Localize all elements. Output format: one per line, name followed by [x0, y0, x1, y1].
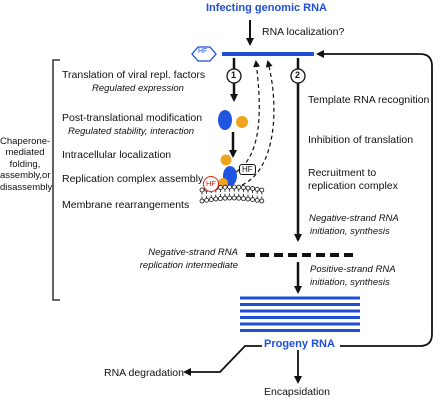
lipid-head	[259, 198, 265, 204]
intermediate-line-2: replication intermediate	[139, 260, 238, 271]
pathway-1-circle	[226, 68, 242, 84]
lipid-head	[254, 186, 260, 192]
step-assembly: Replication complex assembly	[62, 173, 204, 185]
hexagon-icon	[191, 46, 217, 62]
lipid-head	[231, 184, 237, 190]
arrow-to-degradation	[183, 345, 262, 376]
lipid-head	[199, 198, 205, 204]
lipid-head	[217, 185, 223, 190]
hf-box-label: HF	[239, 164, 256, 176]
recycle-arrow-to-genomic-rna	[316, 50, 433, 347]
step-membrane: Membrane rearrangements	[62, 199, 190, 211]
rna-localization-label: RNA localization?	[262, 26, 345, 38]
lipid-head	[222, 195, 228, 201]
lipid-head	[236, 184, 242, 190]
complex-orange-top-icon	[220, 154, 232, 166]
step-negative-2: initiation, synthesis	[310, 226, 390, 237]
chaperone-label: Chaperone- mediated folding, assembly,or…	[0, 136, 53, 193]
step-positive-1: Positive-strand RNA	[310, 264, 396, 275]
step-ptm-note: Regulated stability, interaction	[68, 126, 195, 137]
title-infecting-genomic-rna: Infecting genomic RNA	[206, 2, 328, 14]
lipid-head	[227, 195, 233, 201]
lipid-head	[227, 184, 233, 190]
step-translation-note: Regulated expression	[92, 83, 184, 94]
lipid-head	[213, 196, 219, 202]
lipid-head	[208, 197, 214, 203]
dashed-return-arrow-outer	[241, 60, 275, 186]
step-localization: Intracellular localization	[62, 149, 172, 161]
lipid-head	[259, 187, 265, 193]
chaperone-bracket	[52, 59, 60, 301]
lipid-head	[236, 195, 242, 201]
step-negative-1: Negative-strand RNA	[309, 213, 399, 224]
step-recruitment-1: Recruitment to	[308, 167, 377, 179]
step-template-recognition: Template RNA recognition	[308, 94, 430, 106]
step-translation: Translation of viral repl. factors	[62, 69, 206, 81]
progeny-rna-label: Progeny RNA	[264, 338, 335, 350]
lipid-head	[250, 197, 256, 203]
lipid-bilayer-icon	[199, 184, 265, 204]
lipid-head	[245, 185, 251, 191]
step-positive-2: initiation, synthesis	[310, 277, 390, 288]
pathway-1-number: 1	[231, 70, 237, 80]
pathway-2-circle	[290, 68, 306, 84]
outcome-encapsidation: Encapsidation	[264, 386, 330, 398]
lipid-head	[217, 196, 223, 201]
pathway-2-number: 2	[295, 70, 301, 80]
hf-red-circle-label: HF	[203, 176, 219, 192]
lipid-head	[245, 196, 251, 202]
lipid-head	[222, 184, 228, 190]
lipid-head	[254, 197, 260, 203]
host-factor-orange-icon	[236, 116, 248, 128]
step-recruitment-2: replication complex	[308, 180, 398, 192]
step-ptm: Post-translational modification	[62, 112, 203, 124]
step-inhibition: Inhibition of translation	[308, 134, 414, 146]
lipid-head	[204, 197, 210, 203]
hf-label-hexagon: HF	[198, 48, 208, 55]
lipid-head	[240, 185, 246, 190]
outcome-degradation: RNA degradation	[104, 367, 184, 379]
lipid-head	[240, 196, 246, 201]
intermediate-line-1: Negative-strand RNA	[148, 247, 238, 258]
lipid-head	[250, 186, 256, 192]
lipid-head	[231, 195, 237, 201]
lipid-head	[199, 187, 205, 193]
protein-oval-icon	[218, 110, 232, 130]
